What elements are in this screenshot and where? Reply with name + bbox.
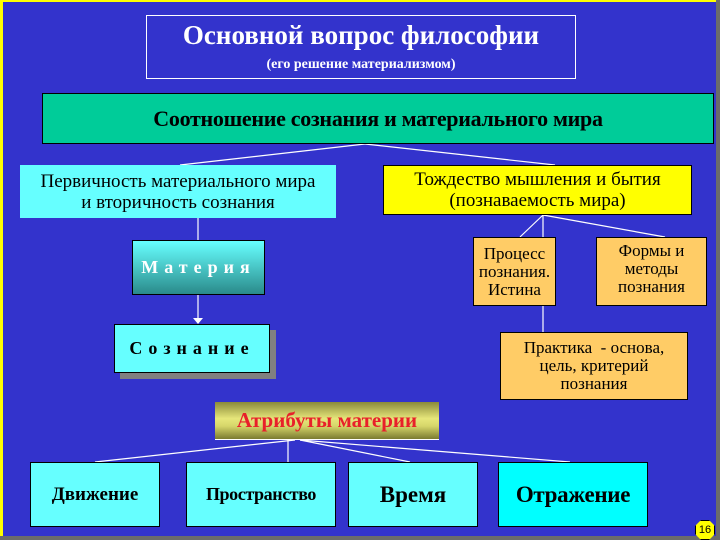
process-line-3: Истина [487,279,541,299]
process-line-1: Процесс [483,243,546,263]
consciousness-box: Сознание [114,324,270,373]
attribute-reflection-label: Отражение [515,481,631,507]
forms-line-1: Формы и [618,241,685,260]
primacy-line-1: Первичность материального мира [40,170,316,192]
primacy-line-2: и вторичность сознания [81,191,275,213]
cognition-process-box: Процесс познания. Истина [473,237,556,306]
forms-line-2: методы [624,259,679,278]
page-title: Основной вопрос философии [182,20,540,50]
matter-box: Материя [132,240,265,295]
attribute-motion-box: Движение [30,462,160,527]
identity-of-thought-box: Тождество мышления и бытия (познаваемост… [383,165,692,215]
forms-line-3: познания [618,277,685,296]
practice-box: Практика - основа, цель, критерий познан… [500,332,688,400]
consciousness-label: Сознание [129,338,255,358]
process-line-2: познания. [478,261,551,281]
identity-line-2: (познаваемость мира) [449,190,626,211]
attribute-space-box: Пространство [186,462,336,527]
practice-line-2: цель, критерий [539,356,649,375]
attribute-reflection-box: Отражение [498,462,648,527]
attribute-time-box: Время [348,462,478,527]
attribute-motion-label: Движение [51,483,139,505]
attributes-of-matter-box: Атрибуты материи [215,402,439,440]
page-number-badge: 16 [695,520,715,540]
matter-label: Материя [141,257,256,277]
cognition-forms-box: Формы и методы познания [596,237,707,306]
primacy-of-matter-box: Первичность материального мира и вторичн… [20,165,336,218]
practice-line-1: Практика - основа, [523,338,665,357]
title-box: Основной вопрос философии (его решение м… [146,15,576,79]
attributes-title: Атрибуты материи [236,408,418,432]
central-question-label: Соотношение сознания и материального мир… [153,105,603,131]
practice-line-3: познания [560,374,628,393]
page-subtitle: (его решение материализмом) [266,57,456,72]
attribute-space-label: Пространство [205,484,317,504]
central-question-box: Соотношение сознания и материального мир… [42,93,714,144]
identity-line-1: Тождество мышления и бытия [414,169,661,190]
attribute-time-label: Время [379,481,447,507]
